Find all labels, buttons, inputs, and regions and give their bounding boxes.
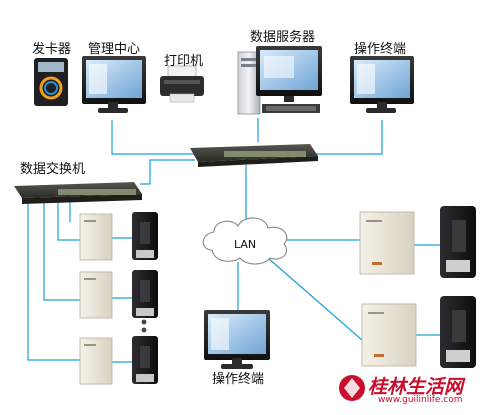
link-ds-3	[57, 202, 80, 241]
operation-terminal-top-label: 操作终端	[354, 42, 407, 57]
operation-terminal-bottom-label: 操作终端	[212, 372, 265, 387]
data-server-label: 数据服务器	[250, 30, 316, 45]
card-issuer-device	[34, 58, 68, 106]
card-issuer-label: 发卡器	[32, 42, 72, 57]
link-ds-2	[43, 202, 80, 301]
watermark-title: 桂林生活网	[368, 376, 464, 398]
management-center-label: 管理中心	[88, 42, 141, 57]
left-controller-1	[79, 213, 113, 261]
watermark-logo-icon	[339, 375, 365, 401]
left-reader-1	[132, 212, 158, 260]
right-reader-2	[440, 296, 476, 368]
right-controller-1	[359, 211, 415, 275]
printer-device	[160, 65, 204, 103]
link-lan-to-right-controller-2	[267, 257, 363, 341]
network-links	[27, 118, 440, 363]
data-switch-label: 数据交换机	[20, 162, 86, 177]
core-network-switch	[190, 144, 318, 167]
left-controller-2	[79, 271, 113, 319]
left-reader-3	[132, 336, 158, 384]
watermark-url: www.guilinlife.com	[378, 395, 463, 405]
management-center-monitor	[82, 56, 146, 113]
operation-terminal-bottom-monitor	[204, 310, 270, 369]
left-controller-3	[79, 337, 113, 385]
right-reader-1	[440, 206, 476, 278]
link-switch-to-data-switch	[140, 159, 195, 185]
data-switch-device	[14, 182, 142, 204]
lan-cloud	[202, 217, 288, 265]
data-server-device	[237, 46, 322, 115]
left-reader-2	[132, 270, 158, 318]
link-management-to-switch	[111, 120, 195, 155]
continuation-dots	[141, 319, 147, 333]
operation-terminal-top-monitor	[350, 56, 414, 113]
link-terminal-to-switch	[303, 120, 383, 155]
link-ds-1	[27, 202, 80, 361]
right-controller-2	[361, 303, 417, 367]
printer-label: 打印机	[164, 54, 204, 69]
lan-label: LAN	[234, 238, 257, 251]
